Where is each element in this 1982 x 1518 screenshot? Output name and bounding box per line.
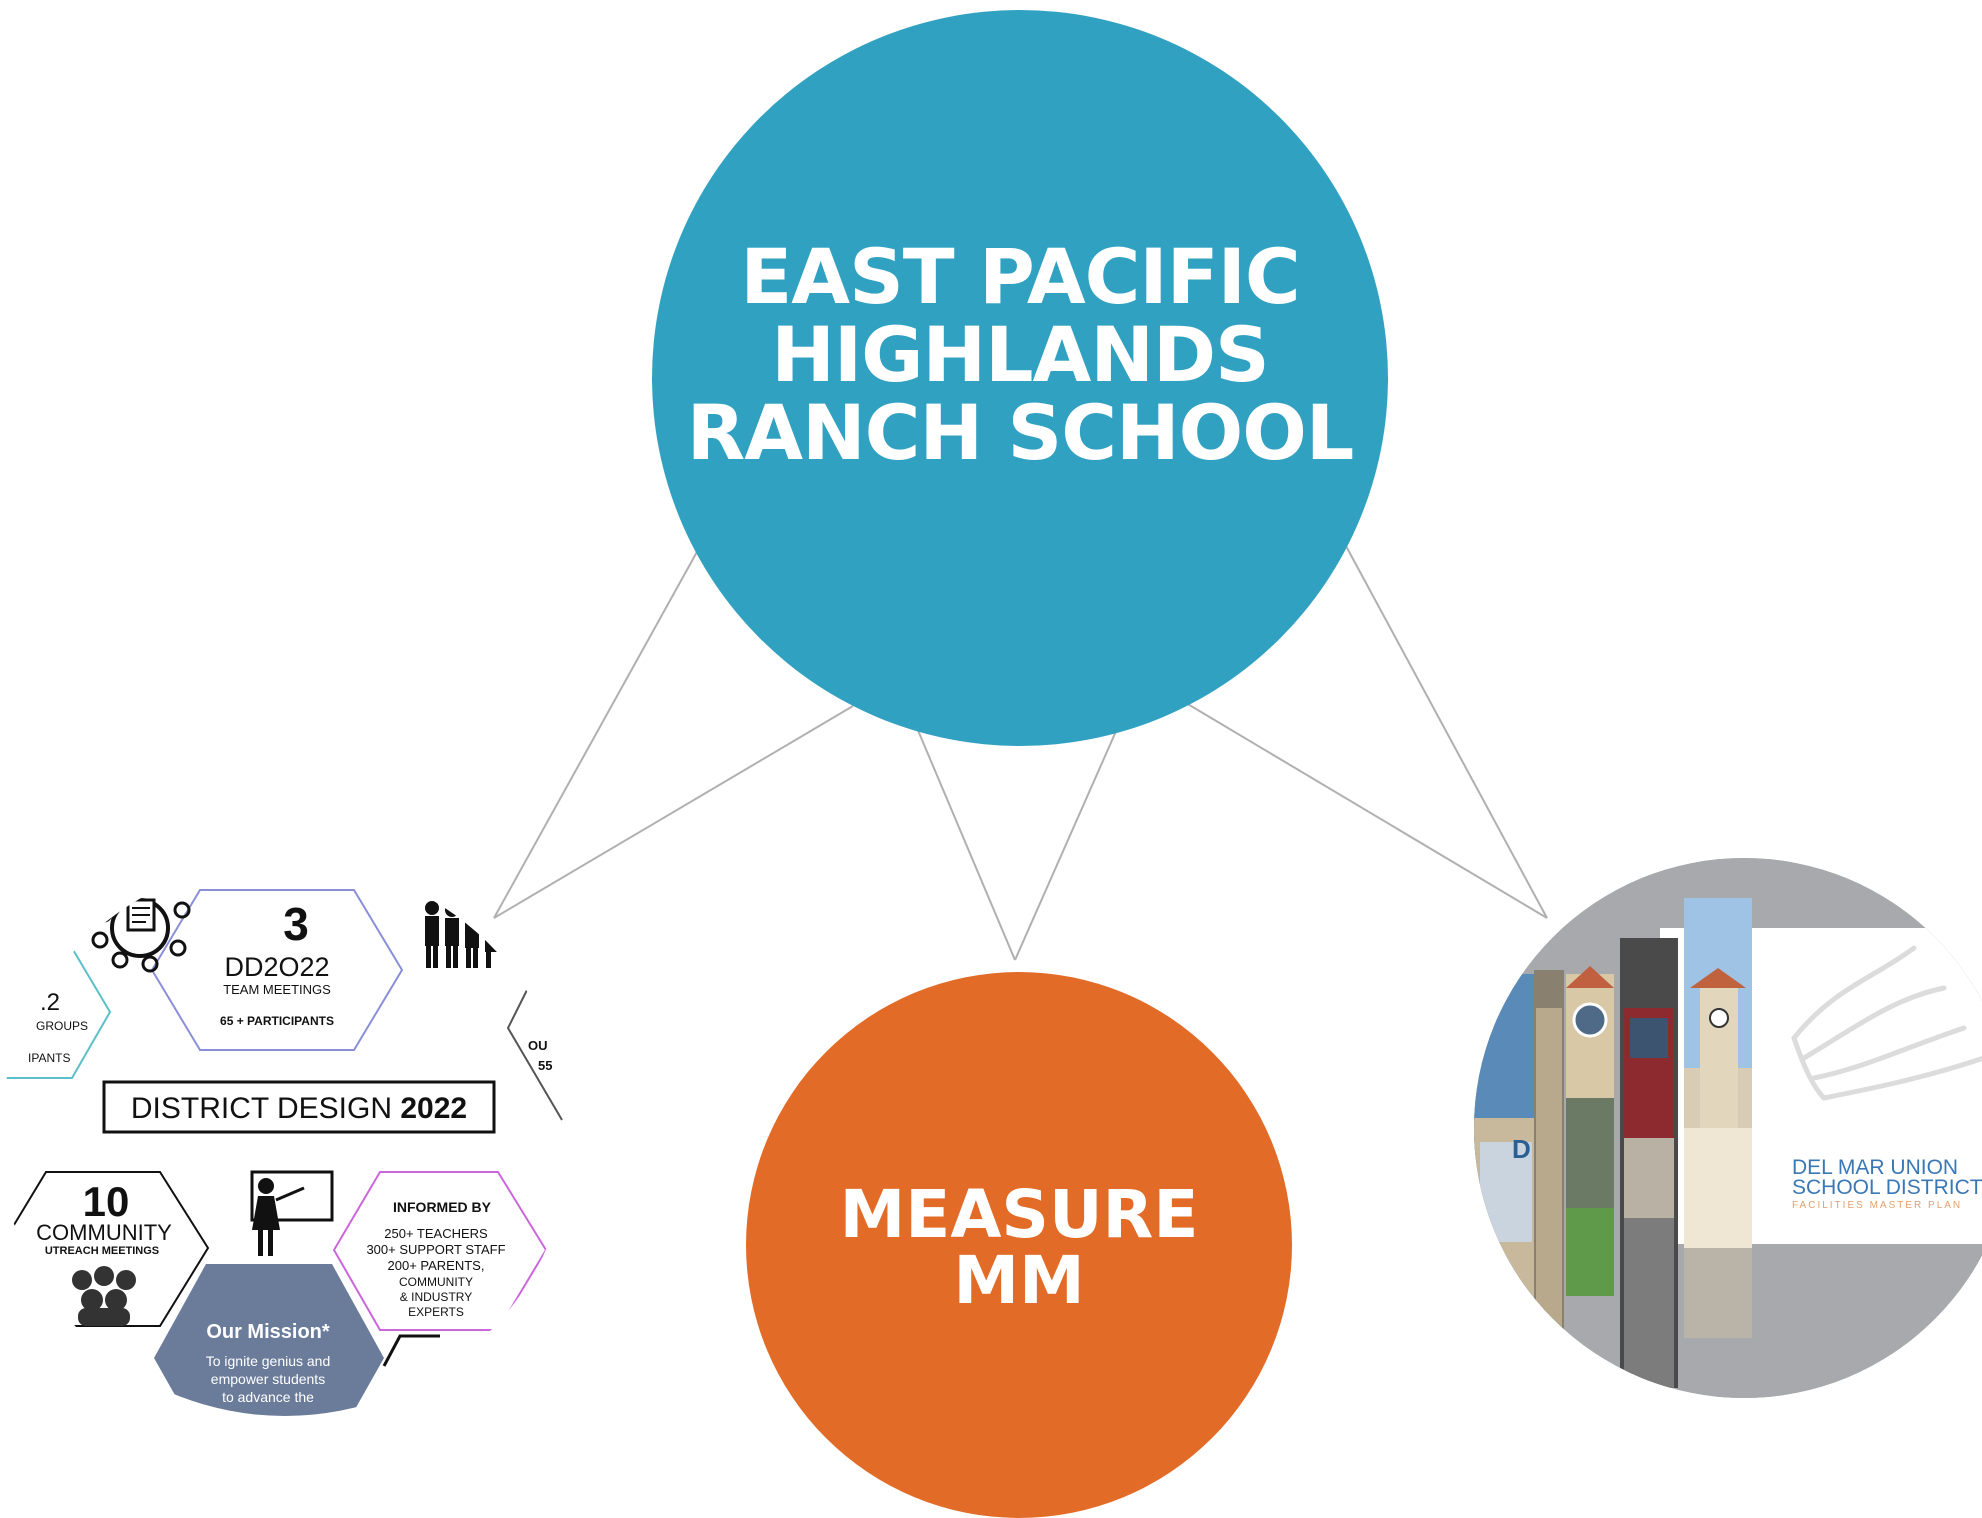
- mission-line-1: To ignite genius and: [206, 1353, 331, 1369]
- lower-right-hexagon-edge: [382, 1334, 440, 1367]
- outreach-sub: UTREACH MEETINGS: [45, 1245, 159, 1257]
- outreach-hexagon: [0, 1171, 210, 1327]
- bird-logo-icon: [1791, 945, 1982, 1101]
- meetings-label: DD2O22: [224, 952, 329, 982]
- mission-line-3: to advance the: [222, 1389, 314, 1405]
- connector-main-to-left-inner: [493, 705, 854, 919]
- teacher-icon: [250, 1170, 334, 1256]
- groups-number: .2: [40, 989, 60, 1016]
- connector-main-to-left-outer: [493, 549, 699, 919]
- informed-line-2: 300+ SUPPORT STAFF: [366, 1242, 505, 1257]
- school-photo-strips: D: [1474, 898, 1752, 1388]
- meetings-sub: TEAM MEETINGS: [223, 982, 331, 997]
- plan-label: FACILITIES MASTER PLAN: [1792, 1200, 1962, 1211]
- informed-line-6: EXPERTS: [408, 1305, 464, 1319]
- main-node-circle: EAST PACIFIC HIGHLANDS RANCH SCHOOL: [652, 10, 1388, 746]
- banner-text: DISTRICT DESIGN 2022: [131, 1092, 467, 1125]
- informed-title: INFORMED BY: [393, 1199, 492, 1215]
- outreach-label: COMMUNITY: [36, 1220, 172, 1245]
- campus-sign-letter: D: [1512, 1134, 1531, 1164]
- meetings-count: 3: [283, 898, 309, 950]
- measure-node-title: MEASURE MM: [839, 1176, 1199, 1319]
- groups-hexagon-edge: [0, 947, 112, 1079]
- connector-main-to-measure-left: [916, 727, 1016, 961]
- groups-label: GROUPS: [36, 1019, 88, 1033]
- measure-node-circle: MEASURE MM: [746, 972, 1292, 1518]
- right-hexagon-edge: [506, 987, 563, 1121]
- groups-participants: IPANTS: [28, 1051, 70, 1065]
- mission-line-2: empower students: [211, 1371, 325, 1387]
- connector-main-to-right-inner: [1185, 702, 1548, 919]
- facilities-master-plan-graphic: DEL MAR UNION SCHOOL DISTRICT FACILITIES…: [1474, 858, 1982, 1398]
- meetings-participants: 65 + PARTICIPANTS: [220, 1014, 334, 1028]
- connector-main-to-right-outer: [1345, 545, 1548, 919]
- mission-hexagon: [154, 1264, 384, 1416]
- right-edge-text-2: 55: [538, 1058, 552, 1073]
- connector-main-to-measure-right: [1014, 728, 1118, 961]
- crowd-icon: [72, 1266, 136, 1326]
- mission-title: Our Mission*: [206, 1321, 330, 1343]
- informed-line-5: & INDUSTRY: [400, 1290, 472, 1304]
- right-edge-text-1: OU: [528, 1038, 548, 1053]
- informed-line-1: 250+ TEACHERS: [384, 1226, 488, 1241]
- district-name-line-2: SCHOOL DISTRICT: [1792, 1176, 1982, 1199]
- meeting-table-icon: [91, 898, 191, 973]
- outreach-count: 10: [83, 1178, 130, 1225]
- district-design-graphic: 3 DD2O22 TEAM MEETINGS 65 + PARTICIPANTS…: [0, 860, 570, 1416]
- informed-line-4: COMMUNITY: [399, 1275, 473, 1289]
- district-design-banner: [102, 1080, 496, 1134]
- district-name-line-1: DEL MAR UNION: [1792, 1156, 1958, 1179]
- informed-line-3: 200+ PARENTS,: [388, 1258, 485, 1273]
- main-node-title: EAST PACIFIC HIGHLANDS RANCH SCHOOL: [686, 232, 1355, 477]
